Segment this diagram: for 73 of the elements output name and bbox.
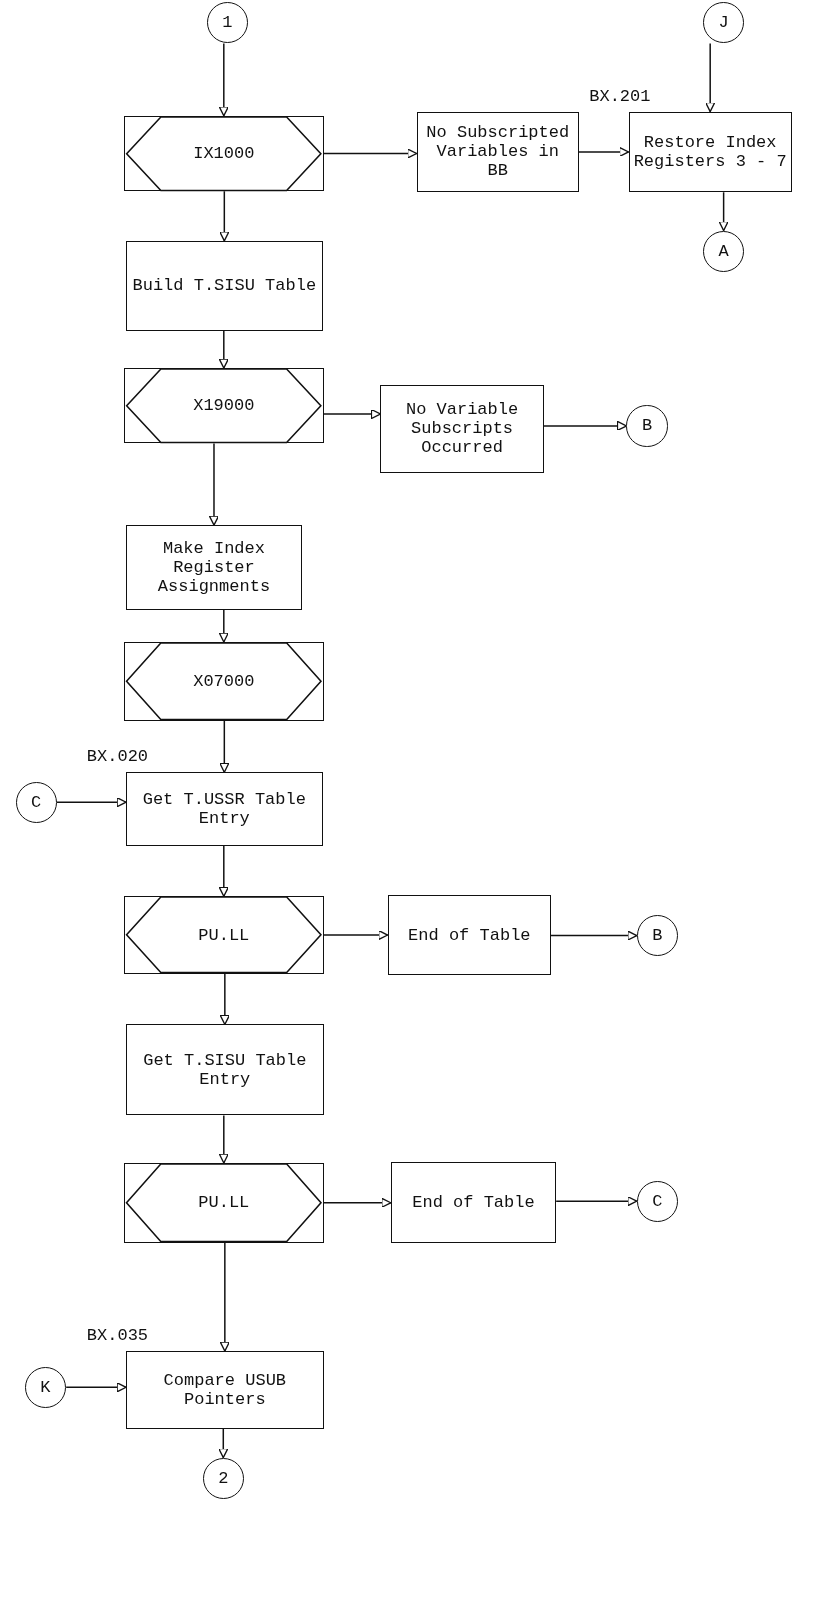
step-label: BX.035: [86, 1326, 149, 1346]
connector-circle: [636, 1180, 679, 1222]
node-label: Restore Index Registers 3 - 7: [632, 132, 788, 171]
connector-circle: [24, 1366, 67, 1408]
node-label: Compare USUB Pointers: [162, 1370, 288, 1409]
arrow: [578, 146, 630, 158]
node-label: No Variable Subscripts Occurred: [404, 400, 520, 458]
process-box: [126, 1351, 324, 1429]
node-label: 1: [221, 13, 234, 33]
process-box: [126, 772, 323, 846]
arrow: [322, 148, 418, 159]
decision-hexagon: [124, 115, 324, 192]
node-label: PU.LL: [197, 925, 251, 945]
arrow: [219, 719, 230, 773]
connector-circle: [702, 230, 745, 272]
process-box: [380, 384, 544, 474]
node-label: Build T.SISU Table: [131, 276, 318, 296]
arrow: [56, 797, 127, 808]
decision-hexagon: [124, 1162, 324, 1243]
decision-hexagon: [124, 368, 324, 444]
arrow: [718, 191, 729, 232]
node-label: X07000: [192, 671, 256, 691]
connector-circle: [626, 405, 668, 447]
node-label: End of Table: [411, 1192, 536, 1212]
process-box: [126, 1024, 324, 1116]
arrow: [555, 1196, 638, 1207]
arrow: [219, 973, 230, 1026]
connector-circle: [202, 1457, 244, 1499]
node-label: C: [30, 792, 43, 812]
node-label: X19000: [192, 396, 256, 416]
arrow: [219, 1241, 230, 1352]
process-box: [126, 240, 323, 331]
node-label: C: [651, 1191, 664, 1211]
connector-circle: [206, 2, 249, 44]
step-label: BX.020: [86, 747, 149, 767]
connector-circle: [15, 781, 57, 823]
node-label: B: [641, 416, 654, 436]
arrow: [218, 844, 229, 897]
process-box: [416, 111, 579, 193]
decision-hexagon: [124, 641, 324, 721]
connector-circle: [702, 2, 745, 44]
node-label: End of Table: [407, 925, 532, 945]
node-label: J: [717, 13, 730, 33]
node-label: No Subscripted Variables in BB: [425, 123, 571, 181]
node-label: Get T.SISU Table Entry: [142, 1050, 308, 1089]
arrow: [218, 330, 229, 369]
process-box: [126, 525, 302, 610]
node-label: Make Index Register Assignments: [156, 539, 272, 596]
arrow: [543, 420, 628, 432]
arrow: [322, 1197, 392, 1208]
arrow: [322, 929, 389, 941]
arrow: [219, 190, 230, 242]
arrow: [65, 1382, 127, 1393]
node-label: A: [717, 241, 730, 261]
arrow: [208, 442, 220, 526]
decision-hexagon: [124, 896, 324, 974]
node-label: PU.LL: [197, 1193, 251, 1213]
process-box: [628, 111, 792, 193]
arrow: [218, 1114, 229, 1164]
process-box: [390, 1161, 557, 1243]
node-label: 2: [217, 1468, 230, 1488]
arrow: [705, 42, 716, 113]
arrow: [550, 930, 638, 941]
process-box: [387, 895, 551, 975]
step-label: BX.201: [589, 86, 651, 106]
arrow: [218, 1427, 229, 1459]
arrow: [218, 42, 229, 117]
node-label: Get T.USSR Table Entry: [141, 789, 307, 828]
node-label: B: [651, 926, 664, 946]
node-label: K: [39, 1377, 52, 1397]
arrow: [218, 609, 229, 643]
arrow: [322, 408, 382, 420]
node-label: IX1000: [192, 144, 256, 163]
